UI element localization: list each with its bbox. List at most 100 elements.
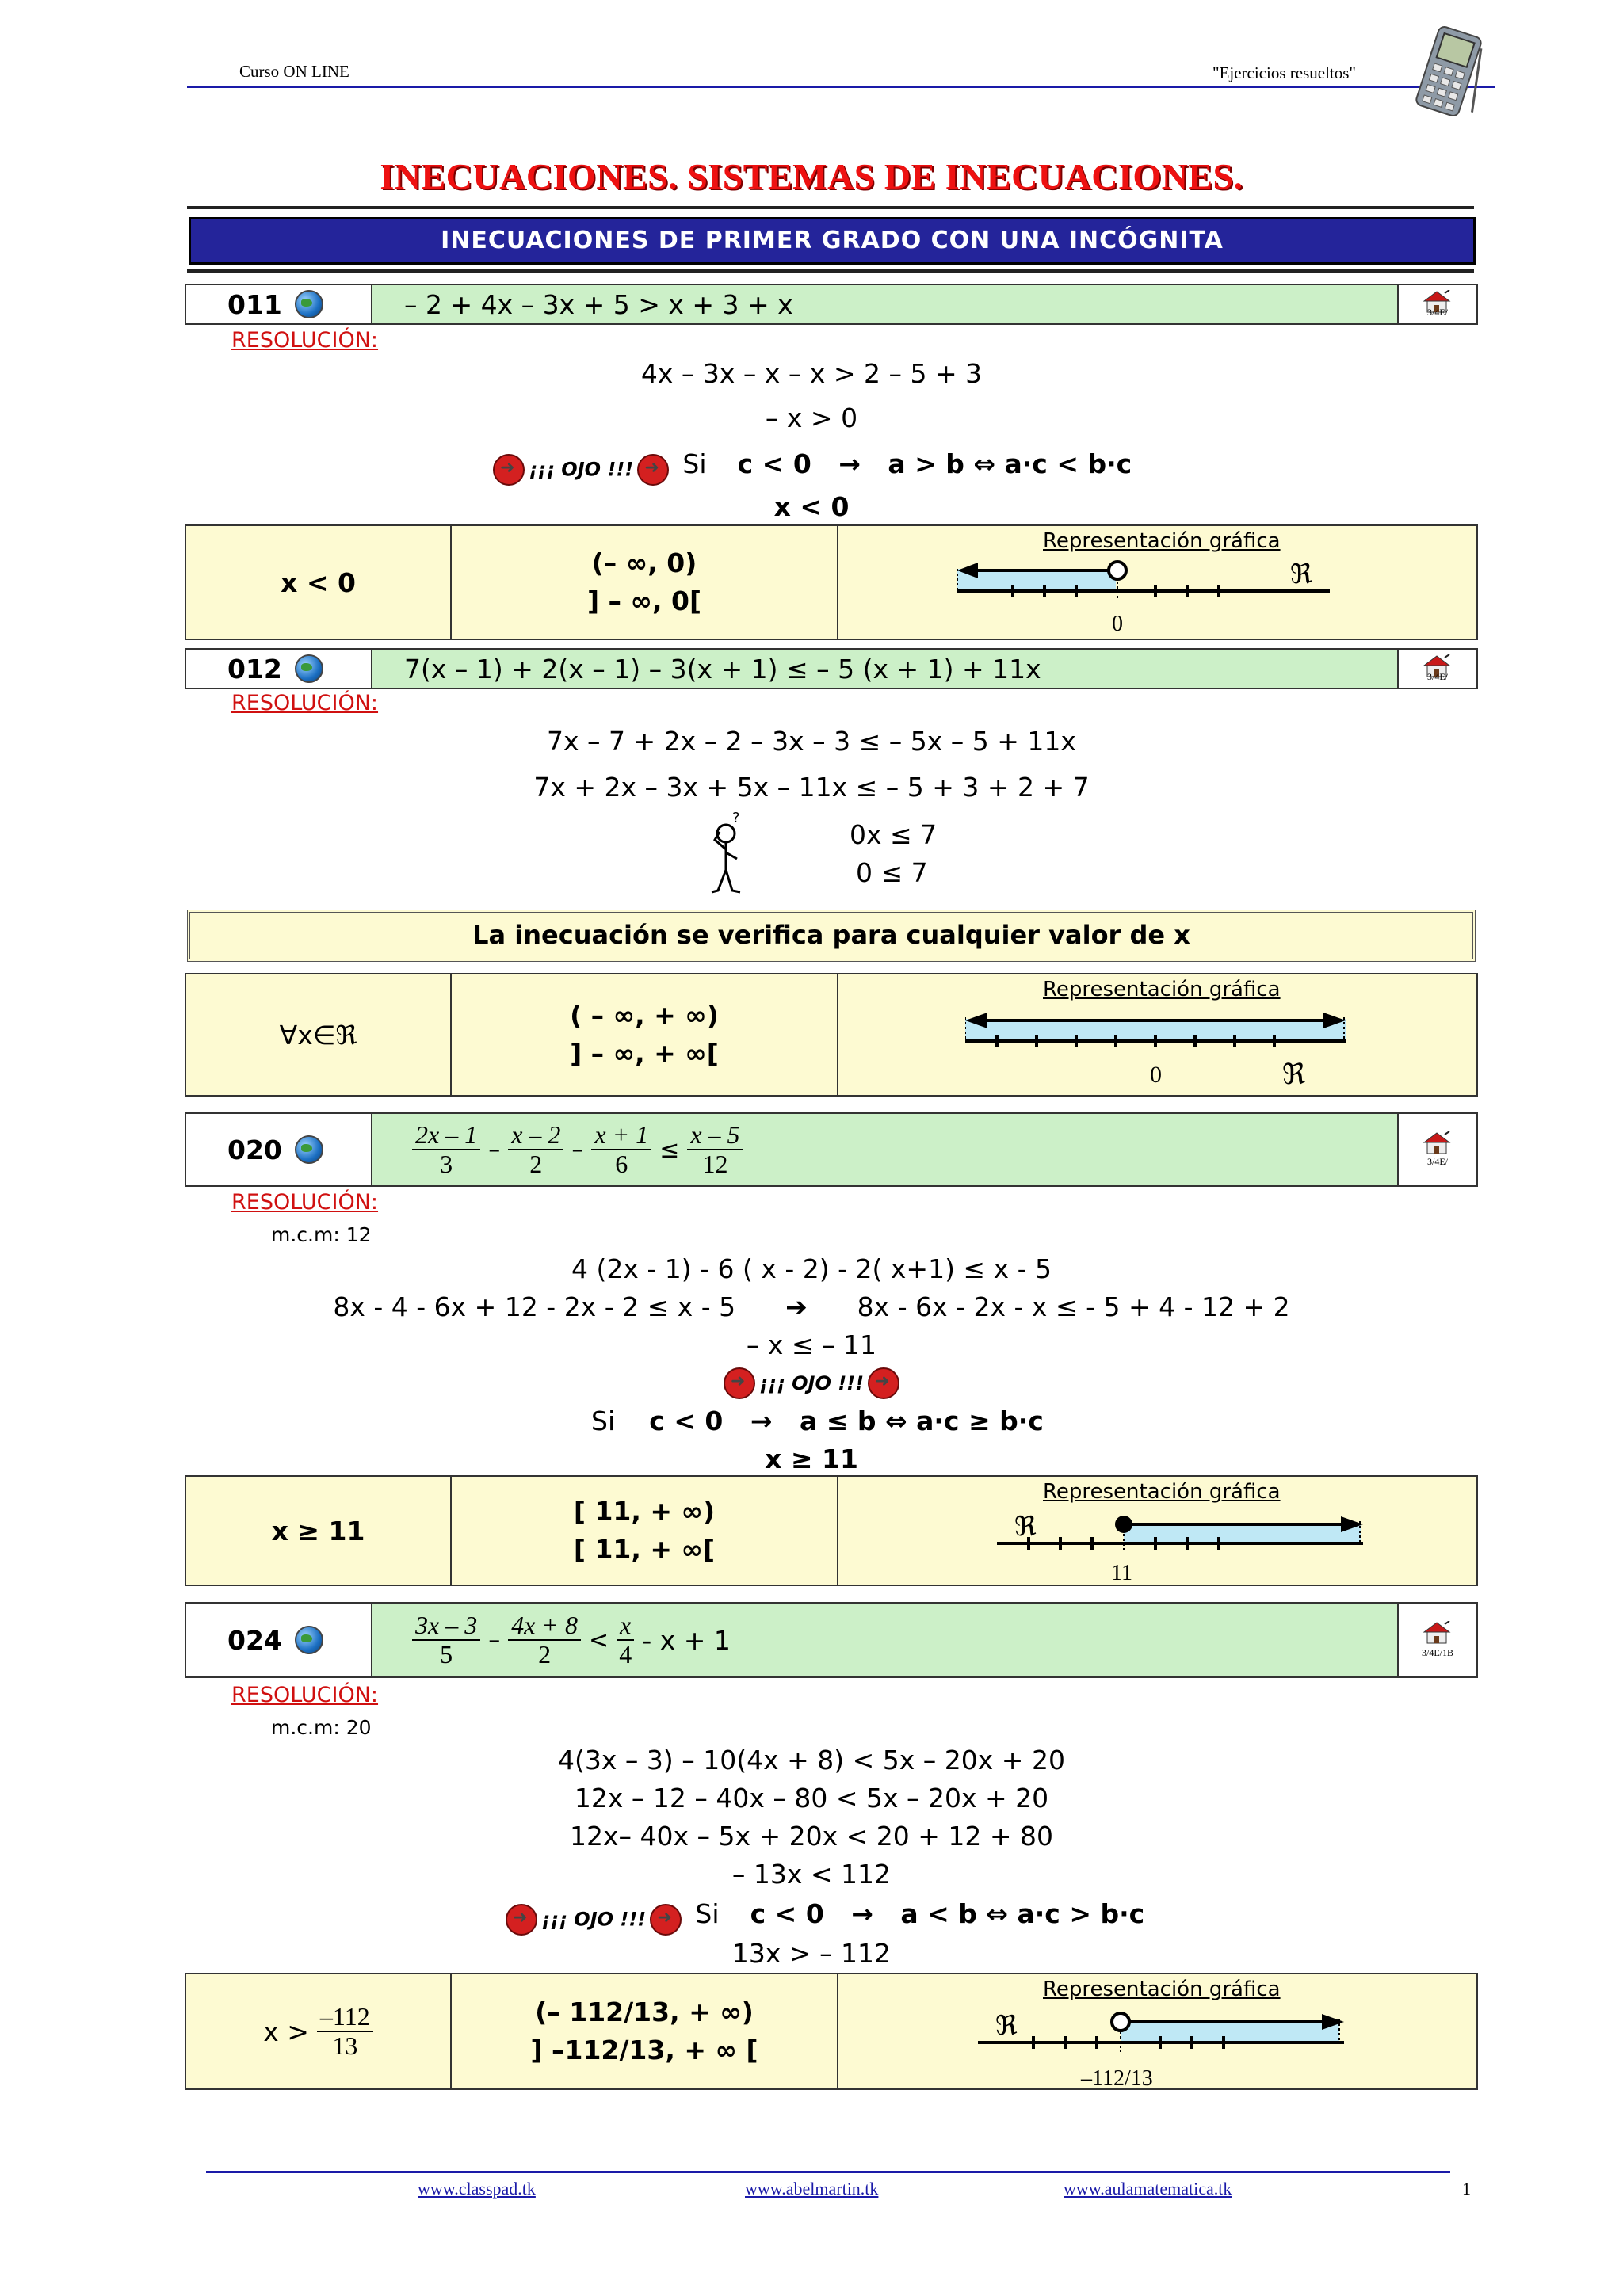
step-line: – x ≤ – 11: [746, 1329, 877, 1360]
exercise-statement: 7(x – 1) + 2(x – 1) – 3(x + 1) ≤ – 5 (x …: [404, 653, 1041, 685]
footer-link-abelmartin[interactable]: www.abelmartin.tk: [745, 2179, 879, 2199]
interval-cell: ( – ∞, + ∞) ] – ∞, + ∞[: [452, 974, 838, 1095]
graph-title: Representación gráfica: [1043, 529, 1281, 553]
exercise-statement: – 2 + 4x – 3x + 5 > x + 3 + x: [404, 288, 793, 320]
ojo-text: ¡¡¡ OJO !!!: [529, 458, 634, 481]
home-icon: [1423, 654, 1451, 677]
page-number: 1: [1462, 2179, 1471, 2199]
thinking-person-icon: ?: [711, 810, 741, 894]
resolution-label: RESOLUCIÓN:: [231, 691, 379, 715]
verification-banner: La inecuación se verifica para cualquier…: [187, 910, 1476, 962]
interval-brackets: [ 11, + ∞[: [573, 1534, 716, 1565]
rule-si: Si: [591, 1405, 616, 1436]
interval-parentheses: (– 112/13, + ∞): [535, 1997, 754, 2028]
level-label: 3/4E/: [1427, 1156, 1448, 1167]
globe-icon[interactable]: [294, 654, 323, 683]
level-label: 3/4E/: [1427, 671, 1448, 682]
graph-title: Representación gráfica: [1043, 1978, 1281, 2001]
solution-cell: x ≥ 11: [186, 1477, 452, 1585]
globe-icon[interactable]: [294, 1135, 323, 1164]
footer-link-aulamatematica[interactable]: www.aulamatematica.tk: [1064, 2179, 1232, 2199]
number-line-012: 0 ℜ: [965, 1013, 1346, 1091]
home-link[interactable]: 3/4E/: [1397, 1114, 1476, 1185]
lcm-note: m.c.m: 20: [271, 1716, 372, 1739]
globe-icon[interactable]: [294, 290, 323, 318]
exercise-number: 020: [186, 1114, 372, 1185]
axis-label: 0: [1150, 1062, 1162, 1088]
step-line: 8x - 4 - 6x + 12 - 2x - 2 ≤ x - 5 ➔ 8x -…: [333, 1291, 1290, 1322]
warning-icon: [650, 1903, 682, 1936]
real-symbol: ℜ: [1290, 559, 1312, 590]
ojo-text: ¡¡¡ OJO !!!: [758, 1372, 865, 1394]
home-link[interactable]: 3/4E/: [1397, 650, 1476, 688]
rule-text: c < 0 → a ≤ b ⇔ a·c ≥ b·c: [649, 1405, 1044, 1436]
ojo-note: ¡¡¡ OJO !!!: [0, 1367, 1623, 1399]
step-line: 4 (2x - 1) - 6 ( x - 2) - 2( x+1) ≤ x - …: [571, 1253, 1052, 1284]
result-table: ∀x∈ℜ ( – ∞, + ∞) ] – ∞, + ∞[ Representac…: [185, 973, 1478, 1097]
interval-cell: (– ∞, 0) ] – ∞, 0[: [452, 526, 838, 639]
graph-title: Representación gráfica: [1043, 978, 1281, 1001]
home-link[interactable]: 3/4E/1B: [1397, 1604, 1476, 1676]
step-line: 7x + 2x – 3x + 5x – 11x ≤ – 5 + 3 + 2 + …: [533, 772, 1090, 803]
number-line-011: 0 ℜ: [957, 559, 1330, 636]
resolution-label: RESOLUCIÓN:: [231, 1683, 379, 1707]
step-line: 4(3x – 3) – 10(4x + 8) < 5x – 20x + 20: [558, 1745, 1065, 1775]
result-table: x < 0 (– ∞, 0) ] – ∞, 0[ Representación …: [185, 524, 1478, 640]
interval-parentheses: [ 11, + ∞): [573, 1496, 716, 1527]
exercise-012-header: 012 7(x – 1) + 2(x – 1) – 3(x + 1) ≤ – 5…: [185, 648, 1478, 689]
home-icon: [1423, 1131, 1451, 1154]
graph-cell: Representación gráfica –112/13 ℜ: [838, 1974, 1476, 2091]
header-rule: [187, 86, 1495, 88]
level-label: 3/4E/: [1427, 307, 1448, 318]
home-link[interactable]: 3/4E/: [1397, 285, 1476, 323]
home-icon: [1423, 1621, 1451, 1644]
real-symbol: ℜ: [1282, 1058, 1305, 1091]
step-line: 0x ≤ 7: [850, 819, 938, 850]
interval-parentheses: (– ∞, 0): [591, 547, 697, 579]
rule-line: Si c < 0 → a ≤ b ⇔ a·c ≥ b·c: [591, 1405, 1044, 1436]
step-line: 12x– 40x – 5x + 20x < 20 + 12 + 80: [569, 1821, 1054, 1852]
graph-title: Representación gráfica: [1043, 1480, 1281, 1504]
rule-si: Si: [682, 448, 707, 479]
interval-brackets: ] – ∞, 0[: [586, 585, 702, 616]
globe-icon[interactable]: [294, 1626, 323, 1654]
interval-cell: [ 11, + ∞) [ 11, + ∞[: [452, 1477, 838, 1585]
ojo-note: ¡¡¡ OJO !!! Si c < 0 → a < b ⇔ a·c > b·c: [506, 1898, 1144, 1936]
header-exercises: "Ejercicios resueltos": [1212, 63, 1357, 82]
lcm-note: m.c.m: 12: [271, 1223, 372, 1246]
exercise-number: 024: [186, 1604, 372, 1676]
section-rule: [187, 269, 1474, 273]
footer-rule: [206, 2171, 1450, 2173]
axis-label: –112/13: [1080, 2066, 1153, 2091]
exercise-011-header: 011 – 2 + 4x – 3x + 5 > x + 3 + x 3/4E/: [185, 284, 1478, 325]
step-line: 7x – 7 + 2x – 2 – 3x – 3 ≤ – 5x – 5 + 11…: [547, 726, 1076, 757]
level-label: 3/4E/1B: [1421, 1647, 1453, 1658]
header-course: Curso ON LINE: [239, 62, 349, 81]
step-line: – x > 0: [765, 402, 858, 433]
result-table: x ≥ 11 [ 11, + ∞) [ 11, + ∞[ Representac…: [185, 1475, 1478, 1586]
exercise-number: 011: [186, 285, 372, 323]
solution-cell: x < 0: [186, 526, 452, 639]
page-title: INECUACIONES. SISTEMAS DE INECUACIONES.: [380, 156, 1243, 196]
step-line: – 13x < 112: [731, 1859, 892, 1890]
interval-brackets: ] – ∞, + ∞[: [570, 1038, 719, 1069]
resolution-label: RESOLUCIÓN:: [231, 1190, 379, 1215]
ojo-text: ¡¡¡ OJO !!!: [541, 1908, 647, 1931]
number-line-024: –112/13 ℜ: [978, 2010, 1344, 2091]
graph-cell: Representación gráfica 0 ℜ: [838, 526, 1476, 639]
footer-link-classpad[interactable]: www.classpad.tk: [418, 2179, 536, 2199]
warning-icon: [868, 1367, 900, 1399]
axis-label: 11: [1111, 1561, 1132, 1585]
axis-label: 0: [1112, 612, 1123, 636]
rule-text: c < 0 → a > b ⇔ a·c < b·c: [737, 448, 1132, 479]
step-line: 4x – 3x – x – x > 2 – 5 + 3: [640, 358, 983, 389]
graph-cell: Representación gráfica 11 ℜ: [838, 1477, 1476, 1585]
